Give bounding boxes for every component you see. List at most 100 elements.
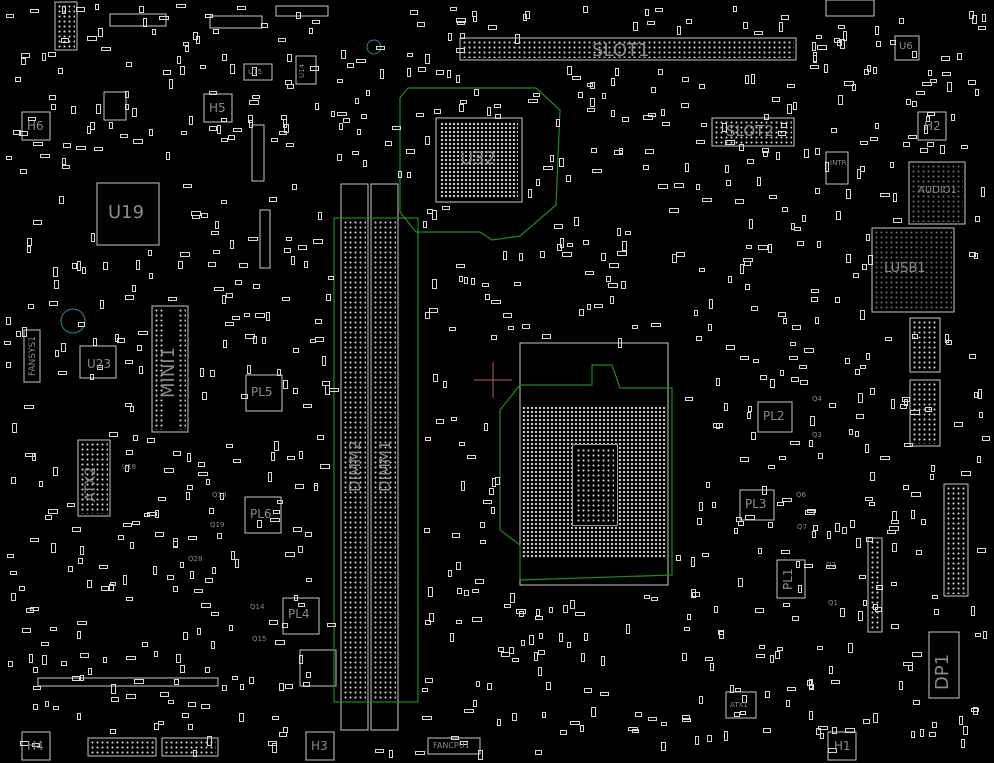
mini1-pins-left xyxy=(154,308,164,430)
smd-part xyxy=(491,335,497,340)
smd-part xyxy=(853,273,859,278)
smd-part xyxy=(983,631,987,639)
smd-part xyxy=(456,18,466,23)
smd-part xyxy=(768,522,773,528)
smd-part xyxy=(180,665,185,673)
smd-part xyxy=(745,75,749,84)
smd-part xyxy=(209,126,217,131)
smd-part xyxy=(911,492,921,497)
smd-part xyxy=(759,645,765,649)
smd-part xyxy=(810,416,815,426)
smd-part xyxy=(635,712,642,717)
smd-part xyxy=(182,713,189,718)
smd-part xyxy=(975,216,980,222)
smd-part xyxy=(202,392,207,400)
smd-part xyxy=(410,10,418,15)
bottom-header-2-pins xyxy=(164,740,216,754)
smd-part xyxy=(337,112,347,116)
smd-part xyxy=(299,451,303,459)
smd-part xyxy=(422,688,428,692)
smd-part xyxy=(792,616,799,621)
smd-part xyxy=(855,431,859,437)
smd-part xyxy=(538,650,545,655)
smd-part xyxy=(101,586,109,591)
smd-part xyxy=(111,684,116,694)
smd-part xyxy=(133,435,138,441)
smd-part xyxy=(285,552,295,557)
smd-part xyxy=(945,334,949,343)
smd-part xyxy=(457,21,465,25)
smd-part xyxy=(813,52,817,62)
audio1-pins xyxy=(911,164,963,222)
smd-part xyxy=(617,251,627,256)
smd-part xyxy=(436,70,444,75)
smd-part xyxy=(173,586,178,592)
smd-part xyxy=(969,354,976,359)
smd-part xyxy=(560,730,567,735)
smd-part xyxy=(286,143,294,147)
smd-part xyxy=(661,109,665,116)
h5-outline xyxy=(203,93,233,123)
smd-part xyxy=(425,620,431,625)
smd-part xyxy=(207,736,212,746)
smd-part xyxy=(317,435,324,440)
smd-part xyxy=(739,144,744,151)
smd-part xyxy=(963,726,968,735)
smd-part xyxy=(815,317,819,324)
smd-part xyxy=(51,104,56,110)
label-q19: Q19 xyxy=(210,521,225,529)
smd-part xyxy=(101,47,111,51)
smd-part xyxy=(543,166,553,170)
smd-part xyxy=(77,261,81,271)
cpu-center-pins xyxy=(576,448,614,522)
smd-part xyxy=(891,582,897,586)
smd-part xyxy=(696,184,700,190)
smd-part xyxy=(87,580,92,588)
pl2-outline xyxy=(757,401,793,433)
smd-part xyxy=(911,731,915,738)
smd-part xyxy=(125,104,129,110)
smd-part xyxy=(763,151,768,157)
smd-part xyxy=(53,467,58,476)
smd-part xyxy=(762,148,769,153)
cursor-crosshair xyxy=(474,362,512,398)
smd-part xyxy=(900,404,907,409)
smd-part xyxy=(279,131,287,135)
smd-part xyxy=(491,507,495,514)
smd-part xyxy=(149,129,153,136)
smd-part xyxy=(865,497,873,501)
smd-part xyxy=(428,587,433,597)
smd-part xyxy=(310,66,319,71)
smd-part xyxy=(791,377,799,382)
smd-part xyxy=(296,12,301,19)
smd-part xyxy=(164,468,174,473)
smd-part xyxy=(292,184,297,190)
smd-part xyxy=(22,628,31,633)
pl6-outline xyxy=(244,496,282,534)
smd-part xyxy=(233,459,241,463)
smd-part xyxy=(880,456,890,460)
smd-part xyxy=(253,336,257,344)
smd-part xyxy=(903,485,909,490)
smd-part xyxy=(581,653,585,662)
smd-part xyxy=(781,550,790,554)
smd-part xyxy=(837,40,842,46)
smd-part xyxy=(740,711,746,715)
smd-part xyxy=(315,337,324,342)
smd-part xyxy=(448,33,452,41)
smd-part xyxy=(583,240,589,245)
smd-part xyxy=(487,683,492,690)
smd-part xyxy=(310,339,316,343)
smd-part xyxy=(78,558,83,564)
smd-part xyxy=(432,210,437,220)
smd-part xyxy=(899,681,903,690)
smd-part xyxy=(341,50,346,59)
smd-part xyxy=(509,647,514,654)
smd-part xyxy=(293,388,298,394)
smd-part xyxy=(809,440,813,447)
smd-part xyxy=(522,324,530,329)
smd-part xyxy=(782,498,792,502)
smd-part xyxy=(961,471,971,476)
